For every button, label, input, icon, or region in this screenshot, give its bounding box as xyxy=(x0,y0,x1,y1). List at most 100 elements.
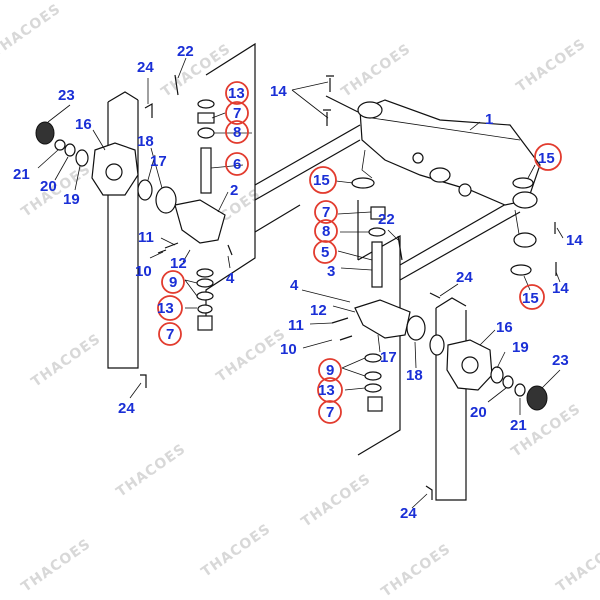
left-kingpin-assembly xyxy=(174,99,226,331)
shim-disc xyxy=(351,177,375,189)
left-post-top xyxy=(107,91,139,103)
nut xyxy=(54,139,66,151)
leader xyxy=(149,251,164,259)
callout-16: 16 xyxy=(75,116,92,133)
watermark: THACOES xyxy=(0,1,64,61)
washer xyxy=(502,375,514,389)
callout-7: 7 xyxy=(322,204,330,221)
callout-20: 20 xyxy=(470,404,487,421)
callout-10: 10 xyxy=(280,341,297,358)
washer xyxy=(368,227,386,237)
highlight-ring xyxy=(225,120,249,144)
callout-5: 5 xyxy=(321,244,329,261)
callout-22: 22 xyxy=(177,43,194,60)
housing-right-boss xyxy=(512,191,538,209)
hub-cap xyxy=(526,385,548,411)
beam-upper xyxy=(254,124,361,186)
beam-lower-2 xyxy=(399,211,521,281)
highlight-ring xyxy=(225,152,249,176)
kingpin xyxy=(371,241,383,288)
callout-2: 2 xyxy=(230,182,238,199)
callout-19: 19 xyxy=(512,339,529,356)
watermark: THACOES xyxy=(199,521,274,581)
callout-18: 18 xyxy=(137,133,154,150)
callout-24: 24 xyxy=(118,400,135,417)
stud xyxy=(323,109,331,126)
leader xyxy=(527,164,536,179)
leader xyxy=(301,289,351,303)
callout-6: 6 xyxy=(233,156,241,173)
callout-24: 24 xyxy=(456,269,473,286)
callout-4: 4 xyxy=(290,277,299,294)
callout-19: 19 xyxy=(63,191,80,208)
watermark: THACOES xyxy=(554,536,600,596)
callout-14: 14 xyxy=(552,280,569,297)
washer xyxy=(364,383,382,393)
watermark: THACOES xyxy=(19,536,94,596)
callout-14: 14 xyxy=(270,83,287,100)
bolt xyxy=(429,292,441,299)
leader xyxy=(129,382,142,399)
stud xyxy=(326,75,334,92)
highlight-ring xyxy=(225,81,249,105)
callout-21: 21 xyxy=(13,166,30,183)
axle-frame xyxy=(107,42,521,501)
leader xyxy=(332,305,356,313)
ring xyxy=(406,315,426,341)
leader xyxy=(411,493,428,509)
right-post-top xyxy=(435,297,467,309)
washer xyxy=(64,143,76,157)
watermark: THACOES xyxy=(514,36,589,96)
housing-left-boss xyxy=(357,101,383,119)
leader xyxy=(150,147,163,189)
callout-21: 21 xyxy=(510,417,527,434)
leader xyxy=(54,156,69,181)
callout-24: 24 xyxy=(400,505,417,522)
leader xyxy=(469,121,481,131)
washer xyxy=(364,353,382,363)
leader xyxy=(160,237,176,246)
leader xyxy=(487,387,507,403)
leader xyxy=(217,191,229,213)
callout-9: 9 xyxy=(326,362,334,379)
callout-11: 11 xyxy=(288,317,304,334)
callout-15: 15 xyxy=(538,150,555,167)
callout-labels: 1 2 3 4 4 5 6 7 7 7 7 8 8 9 9 10 10 11 1… xyxy=(13,43,583,522)
callout-17: 17 xyxy=(380,349,397,366)
leader xyxy=(377,334,381,353)
stud-leader xyxy=(325,95,359,113)
left-post xyxy=(107,100,139,369)
callout-23: 23 xyxy=(552,352,569,369)
leader xyxy=(479,329,496,346)
watermark: THACOES xyxy=(214,326,289,386)
bearing xyxy=(490,366,504,384)
hub-cap xyxy=(35,121,55,145)
callout-13: 13 xyxy=(157,300,174,317)
kingpin xyxy=(200,147,212,194)
housing-body xyxy=(359,99,541,206)
washer xyxy=(196,278,214,288)
leader xyxy=(496,351,506,369)
callout-15: 15 xyxy=(313,172,330,189)
highlight-ring xyxy=(157,295,183,321)
leader xyxy=(302,339,333,349)
leader xyxy=(387,229,399,241)
bottom-bolt xyxy=(425,485,433,500)
callout-9: 9 xyxy=(169,274,177,291)
washer xyxy=(197,304,213,314)
washer xyxy=(364,371,382,381)
callout-22: 22 xyxy=(378,211,395,228)
housing-edge xyxy=(371,117,521,141)
highlight-ring xyxy=(314,219,338,243)
leader xyxy=(523,275,531,291)
leader xyxy=(92,129,106,151)
callout-20: 20 xyxy=(40,178,57,195)
callout-17: 17 xyxy=(150,153,167,170)
washer xyxy=(196,291,214,301)
callout-23: 23 xyxy=(58,87,75,104)
washer xyxy=(196,268,214,278)
callout-4: 4 xyxy=(226,270,235,287)
cap xyxy=(197,99,215,109)
shim-disc xyxy=(510,264,532,276)
